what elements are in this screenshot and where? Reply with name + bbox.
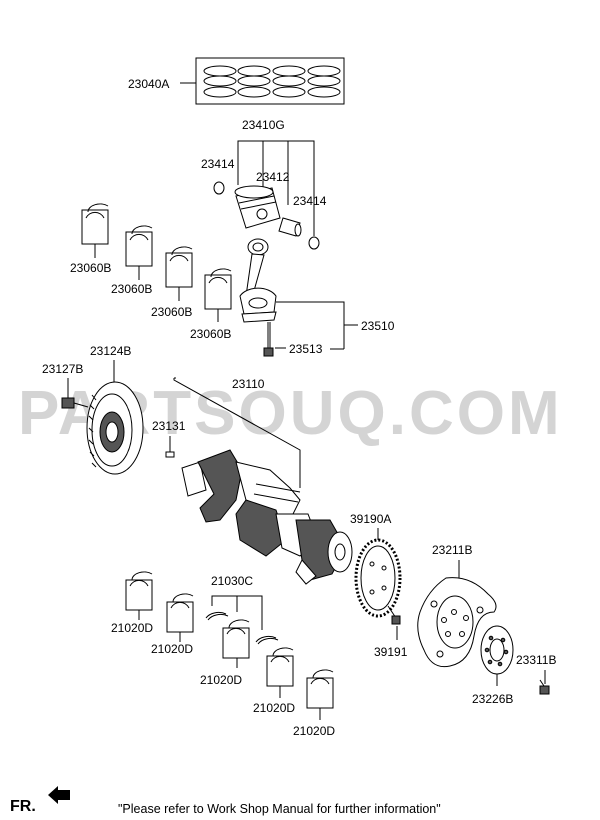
main-bearings-group[interactable]: 21020D 21020D 21020D 21020D 21020D (111, 571, 335, 738)
snap-ring-icon (213, 181, 225, 195)
callout-main-bearing-5[interactable]: 21020D (293, 724, 335, 738)
crankshaft-group[interactable]: 23110 23131 (152, 377, 353, 585)
thrust-washer-icon (255, 635, 277, 643)
main-bearing-icon (266, 647, 294, 687)
callout-target-wheel[interactable]: 39190A (350, 512, 391, 526)
callout-drive-plate[interactable]: 23211B (432, 543, 472, 557)
crankshaft-icon (181, 449, 353, 585)
callout-key[interactable]: 23131 (152, 419, 186, 433)
callout-main-bearing-4[interactable]: 21020D (253, 701, 295, 715)
callout-rod-bearing-4[interactable]: 23060B (190, 327, 231, 341)
adapter-plate-group[interactable]: 23226B (472, 625, 514, 706)
target-wheel-group[interactable]: 39190A 39191 (350, 512, 408, 659)
rod-bearing-icon (204, 268, 232, 310)
piston-assembly-group[interactable]: 23410G 23414 23412 23414 (201, 118, 327, 250)
main-bearing-icon (222, 619, 250, 659)
callout-rod-bearing-2[interactable]: 23060B (111, 282, 152, 296)
callout-main-bearing-3[interactable]: 21020D (200, 673, 242, 687)
adapter-plate-icon (480, 625, 514, 675)
drive-plate-icon (417, 577, 497, 668)
piston-rings-box (195, 57, 345, 105)
rod-bearing-icon (165, 246, 193, 288)
callout-damper-pulley[interactable]: 23124B (90, 344, 131, 358)
connecting-rod-group[interactable]: 23510 23513 (239, 238, 395, 357)
callout-thrust-washer[interactable]: 21030C (211, 574, 253, 588)
callout-piston-assembly[interactable]: 23410G (242, 118, 285, 132)
callout-pulley-bolt[interactable]: 23127B (42, 362, 83, 376)
callout-rod-bearing-1[interactable]: 23060B (70, 261, 111, 275)
damper-pulley-group[interactable]: 23127B 23124B (42, 344, 144, 475)
main-bearing-icon (306, 669, 334, 709)
front-marker: FR. (10, 798, 36, 815)
callout-rod-bearing-3[interactable]: 23060B (151, 305, 192, 319)
drive-plate-group[interactable]: 23211B (417, 543, 497, 668)
rod-bearing-icon (81, 203, 109, 245)
callout-snap-ring-left[interactable]: 23414 (201, 157, 235, 171)
callout-crankshaft[interactable]: 23110 (232, 377, 265, 391)
main-bearing-icon (166, 593, 194, 633)
callout-target-wheel-bolt[interactable]: 39191 (374, 645, 408, 659)
target-wheel-icon (354, 538, 402, 618)
piston-rings-icon (203, 65, 341, 98)
pulley-bolt-icon (61, 397, 89, 409)
thrust-washer-icon (205, 611, 227, 619)
piston-icon (234, 185, 281, 229)
footer-note: "Please refer to Work Shop Manual for fu… (118, 802, 441, 816)
callout-rod-bolt[interactable]: 23513 (289, 342, 323, 356)
rod-bearings-group[interactable]: 23060B 23060B 23060B 23060B (70, 203, 232, 341)
damper-pulley-icon (86, 381, 144, 475)
front-arrow-icon (48, 786, 70, 804)
thrust-washer-group[interactable]: 21030C (205, 574, 279, 645)
callout-drive-plate-bolt[interactable]: 23311B (516, 653, 556, 667)
callout-connecting-rod[interactable]: 23510 (361, 319, 395, 333)
drive-plate-bolt-icon (539, 679, 550, 695)
target-wheel-bolt-icon (387, 605, 401, 625)
rod-bearing-icon (125, 225, 153, 267)
piston-pin-icon (278, 217, 302, 237)
callout-piston-pin[interactable]: 23412 (256, 170, 290, 184)
key-icon (165, 451, 175, 458)
drive-plate-bolt-group[interactable]: 23311B (516, 653, 556, 695)
callout-piston-rings[interactable]: 23040A (128, 77, 169, 91)
callout-main-bearing-2[interactable]: 21020D (151, 642, 193, 656)
snap-ring-icon (308, 236, 320, 250)
callout-adapter-plate[interactable]: 23226B (472, 692, 513, 706)
rod-bolt-icon (263, 322, 274, 357)
piston-rings-group[interactable]: 23040A (128, 57, 345, 105)
connecting-rod-icon (239, 238, 277, 323)
callout-main-bearing-1[interactable]: 21020D (111, 621, 153, 635)
main-bearing-icon (125, 571, 153, 611)
callout-snap-ring-right[interactable]: 23414 (293, 194, 327, 208)
